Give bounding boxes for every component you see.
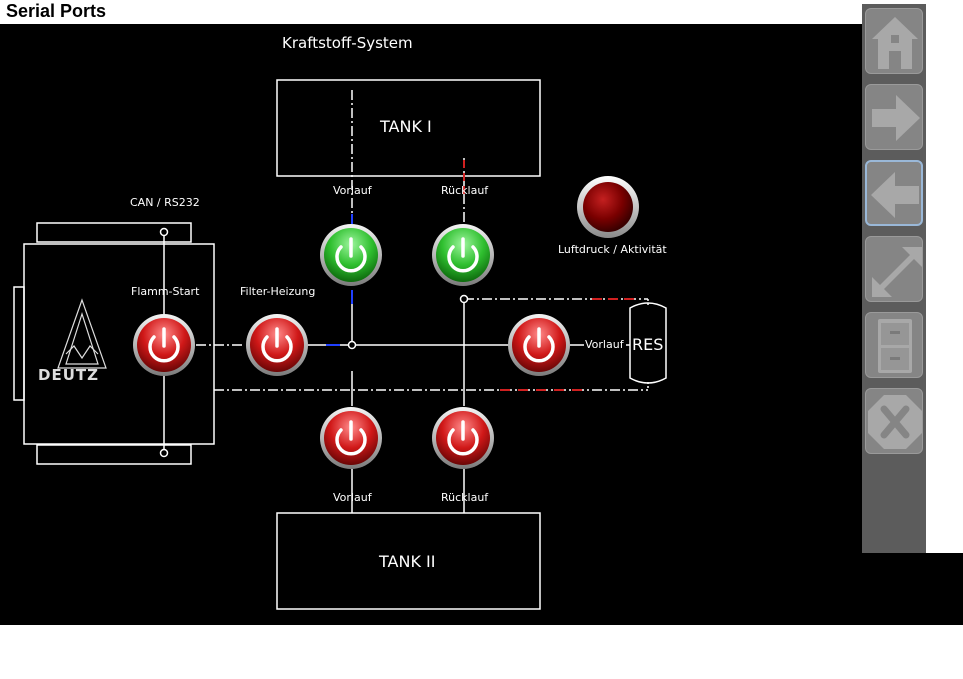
power-icon <box>320 224 382 286</box>
power-icon <box>432 224 494 286</box>
window-titlebar: Serial Ports <box>0 0 963 24</box>
deutz-logo <box>57 298 107 369</box>
back-button[interactable] <box>865 160 923 226</box>
power-icon <box>320 407 382 469</box>
engine-brand-label: DEUTZ <box>38 366 99 384</box>
corner-fill <box>862 553 963 625</box>
tank1-label: TANK I <box>380 117 432 136</box>
reservoir-shape <box>629 302 667 384</box>
res-vorlauf-label: Vorlauf <box>585 338 624 351</box>
tank1-ruecklauf-switch[interactable] <box>431 223 495 287</box>
power-icon <box>246 314 308 376</box>
tank2-ruecklauf-switch[interactable] <box>431 406 495 470</box>
flamm-start-label: Flamm-Start <box>131 285 200 298</box>
forward-button[interactable] <box>865 84 923 150</box>
tank2-ruecklauf-label: Rücklauf <box>441 491 489 504</box>
piping-diagram <box>13 79 667 610</box>
cabinet-icon <box>878 319 912 373</box>
diagram-title: Kraftstoff-System <box>282 34 413 52</box>
luftdruck-label: Luftdruck / Aktivität <box>558 243 667 256</box>
can-rs232-label: CAN / RS232 <box>130 196 200 209</box>
engine-bottom-plate <box>36 444 192 465</box>
power-icon <box>133 314 195 376</box>
filter-heizung-label: Filter-Heizung <box>240 285 316 298</box>
res-vorlauf-switch[interactable] <box>507 313 571 377</box>
close-button[interactable] <box>865 388 923 454</box>
power-icon <box>508 314 570 376</box>
tank1-ruecklauf-label: Rücklauf <box>441 184 489 197</box>
reservoir-label: RES <box>632 335 664 354</box>
storage-button[interactable] <box>865 312 923 378</box>
tank2-box <box>276 512 541 610</box>
tank1-box <box>276 79 541 177</box>
tank2-label: TANK II <box>379 552 436 571</box>
tank2-vorlauf-switch[interactable] <box>319 406 383 470</box>
tank1-vorlauf-switch[interactable] <box>319 223 383 287</box>
arrow-left-icon <box>871 172 919 218</box>
close-icon <box>868 395 922 449</box>
tank2-vorlauf-label: Vorlauf <box>333 491 372 504</box>
home-icon <box>872 17 918 69</box>
filter-heizung-switch[interactable] <box>245 313 309 377</box>
home-button[interactable] <box>865 8 923 74</box>
window-title: Serial Ports <box>6 1 107 21</box>
power-icon <box>432 407 494 469</box>
engine-side-plate <box>13 286 25 401</box>
arrow-right-icon <box>872 95 920 141</box>
fullscreen-button[interactable] <box>865 236 923 302</box>
expand-icon <box>872 247 922 297</box>
right-toolbar <box>862 4 926 553</box>
tank1-vorlauf-label: Vorlauf <box>333 184 372 197</box>
luftdruck-indicator-lamp <box>576 175 640 239</box>
engine-top-plate <box>36 222 192 243</box>
flamm-start-switch[interactable] <box>132 313 196 377</box>
fuel-system-canvas: Kraftstoff-System TANK I TANK II RES DEU… <box>0 24 862 625</box>
